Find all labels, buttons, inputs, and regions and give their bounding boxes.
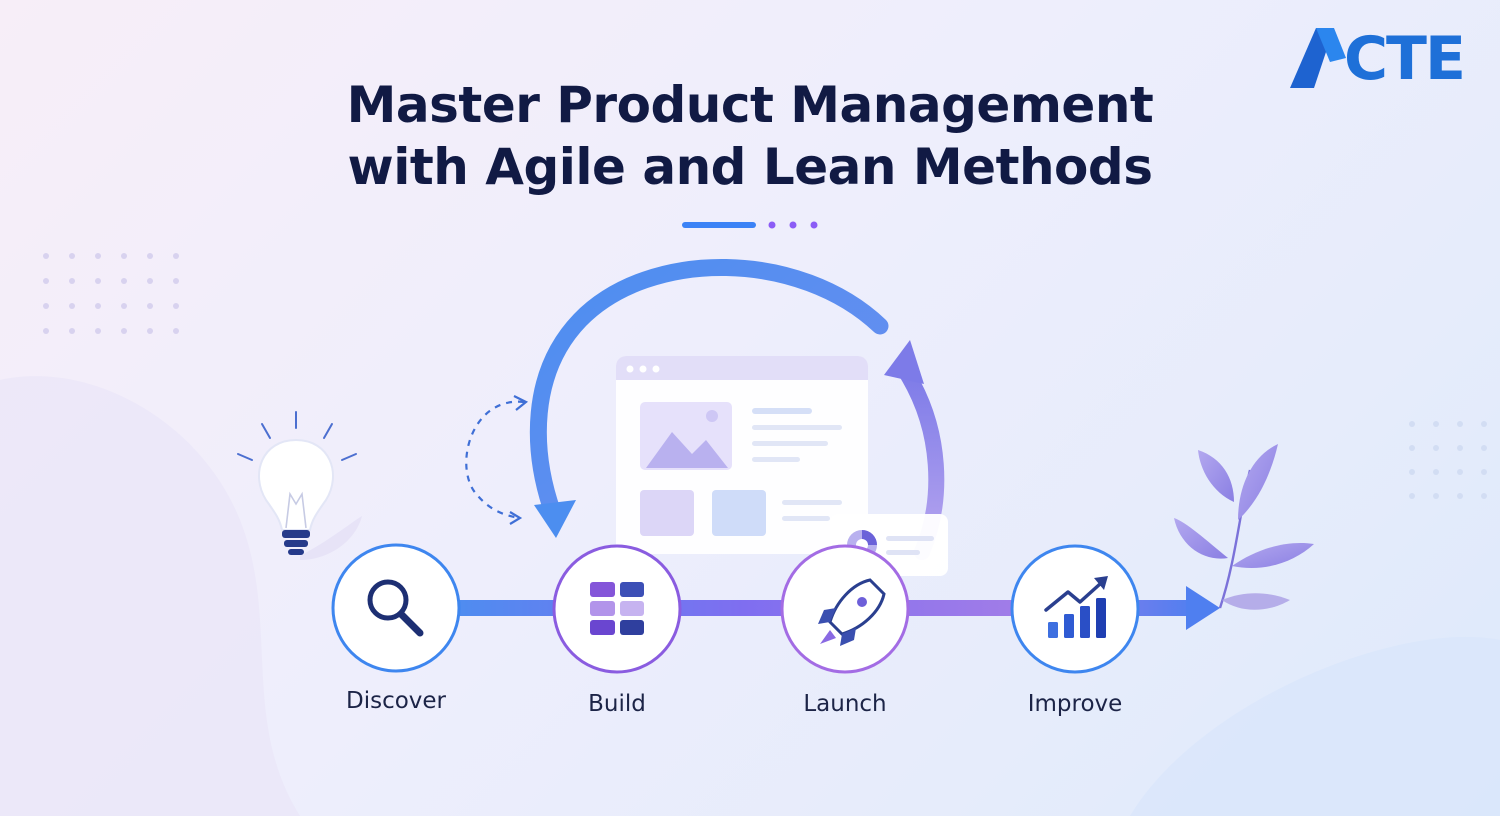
plant-leaves-decoration: [1174, 444, 1314, 610]
feedback-dashed-arrow: [465, 400, 525, 520]
app-window-mockup: [616, 356, 868, 554]
stage-label-launch: Launch: [803, 691, 887, 717]
title-line-1: Master Product Management: [346, 76, 1154, 134]
dot-grid-right: [1409, 421, 1487, 499]
page-title: Master Product Management with Agile and…: [0, 74, 1500, 198]
cycle-arrowhead-up: [884, 340, 924, 384]
magnifier-icon: [367, 579, 424, 637]
dot-grid-left: [43, 253, 179, 334]
stage-label-improve: Improve: [1027, 691, 1123, 717]
lightbulb-icon: [237, 411, 362, 560]
rocket-icon: [818, 578, 886, 646]
title-line-2: with Agile and Lean Methods: [347, 138, 1153, 196]
flow-arrowhead: [1186, 586, 1220, 630]
blocks-grid-icon: [590, 582, 644, 635]
title-divider: [682, 221, 818, 229]
cycle-arrowhead-down: [534, 500, 576, 538]
stage-label-build: Build: [588, 691, 646, 717]
acte-logo-mark: [1290, 28, 1346, 88]
growth-chart-icon: [1044, 576, 1108, 638]
brand-logo-text: CTE: [1344, 24, 1466, 94]
stage-label-discover: Discover: [345, 688, 447, 714]
